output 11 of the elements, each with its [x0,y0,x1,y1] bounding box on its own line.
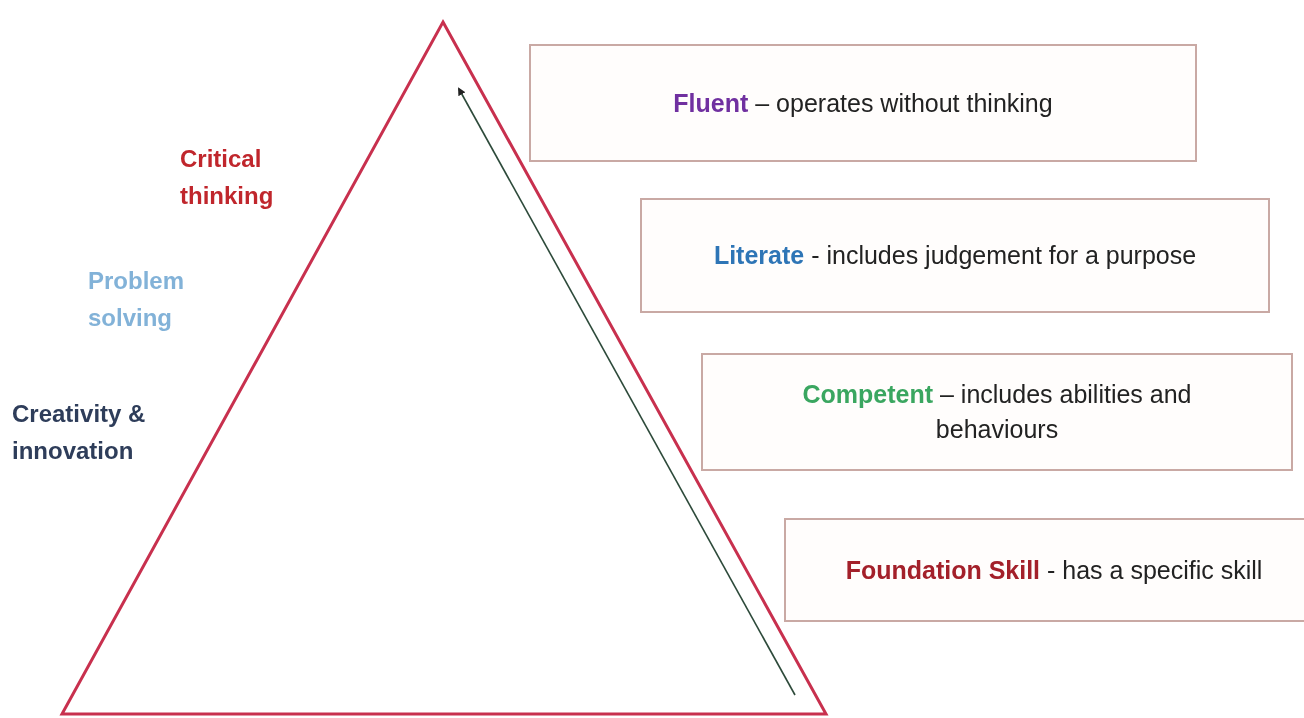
skill-label: Problem solving [88,266,186,334]
level-box [640,198,1270,313]
level-description: Competent – includes abilities and behaviours [801,379,1193,445]
level-description: Fluent – operates without thinking [673,87,1053,119]
level-description: Foundation Skill - has a specific skill [845,554,1263,586]
skill-label: Critical thinking [180,144,275,212]
level-description: Literate - includes judgement for a purpose [713,240,1197,271]
level-box [701,353,1293,471]
level-box [529,44,1197,162]
level-box [784,518,1304,622]
skill-label: Creativity & innovation [12,399,147,467]
